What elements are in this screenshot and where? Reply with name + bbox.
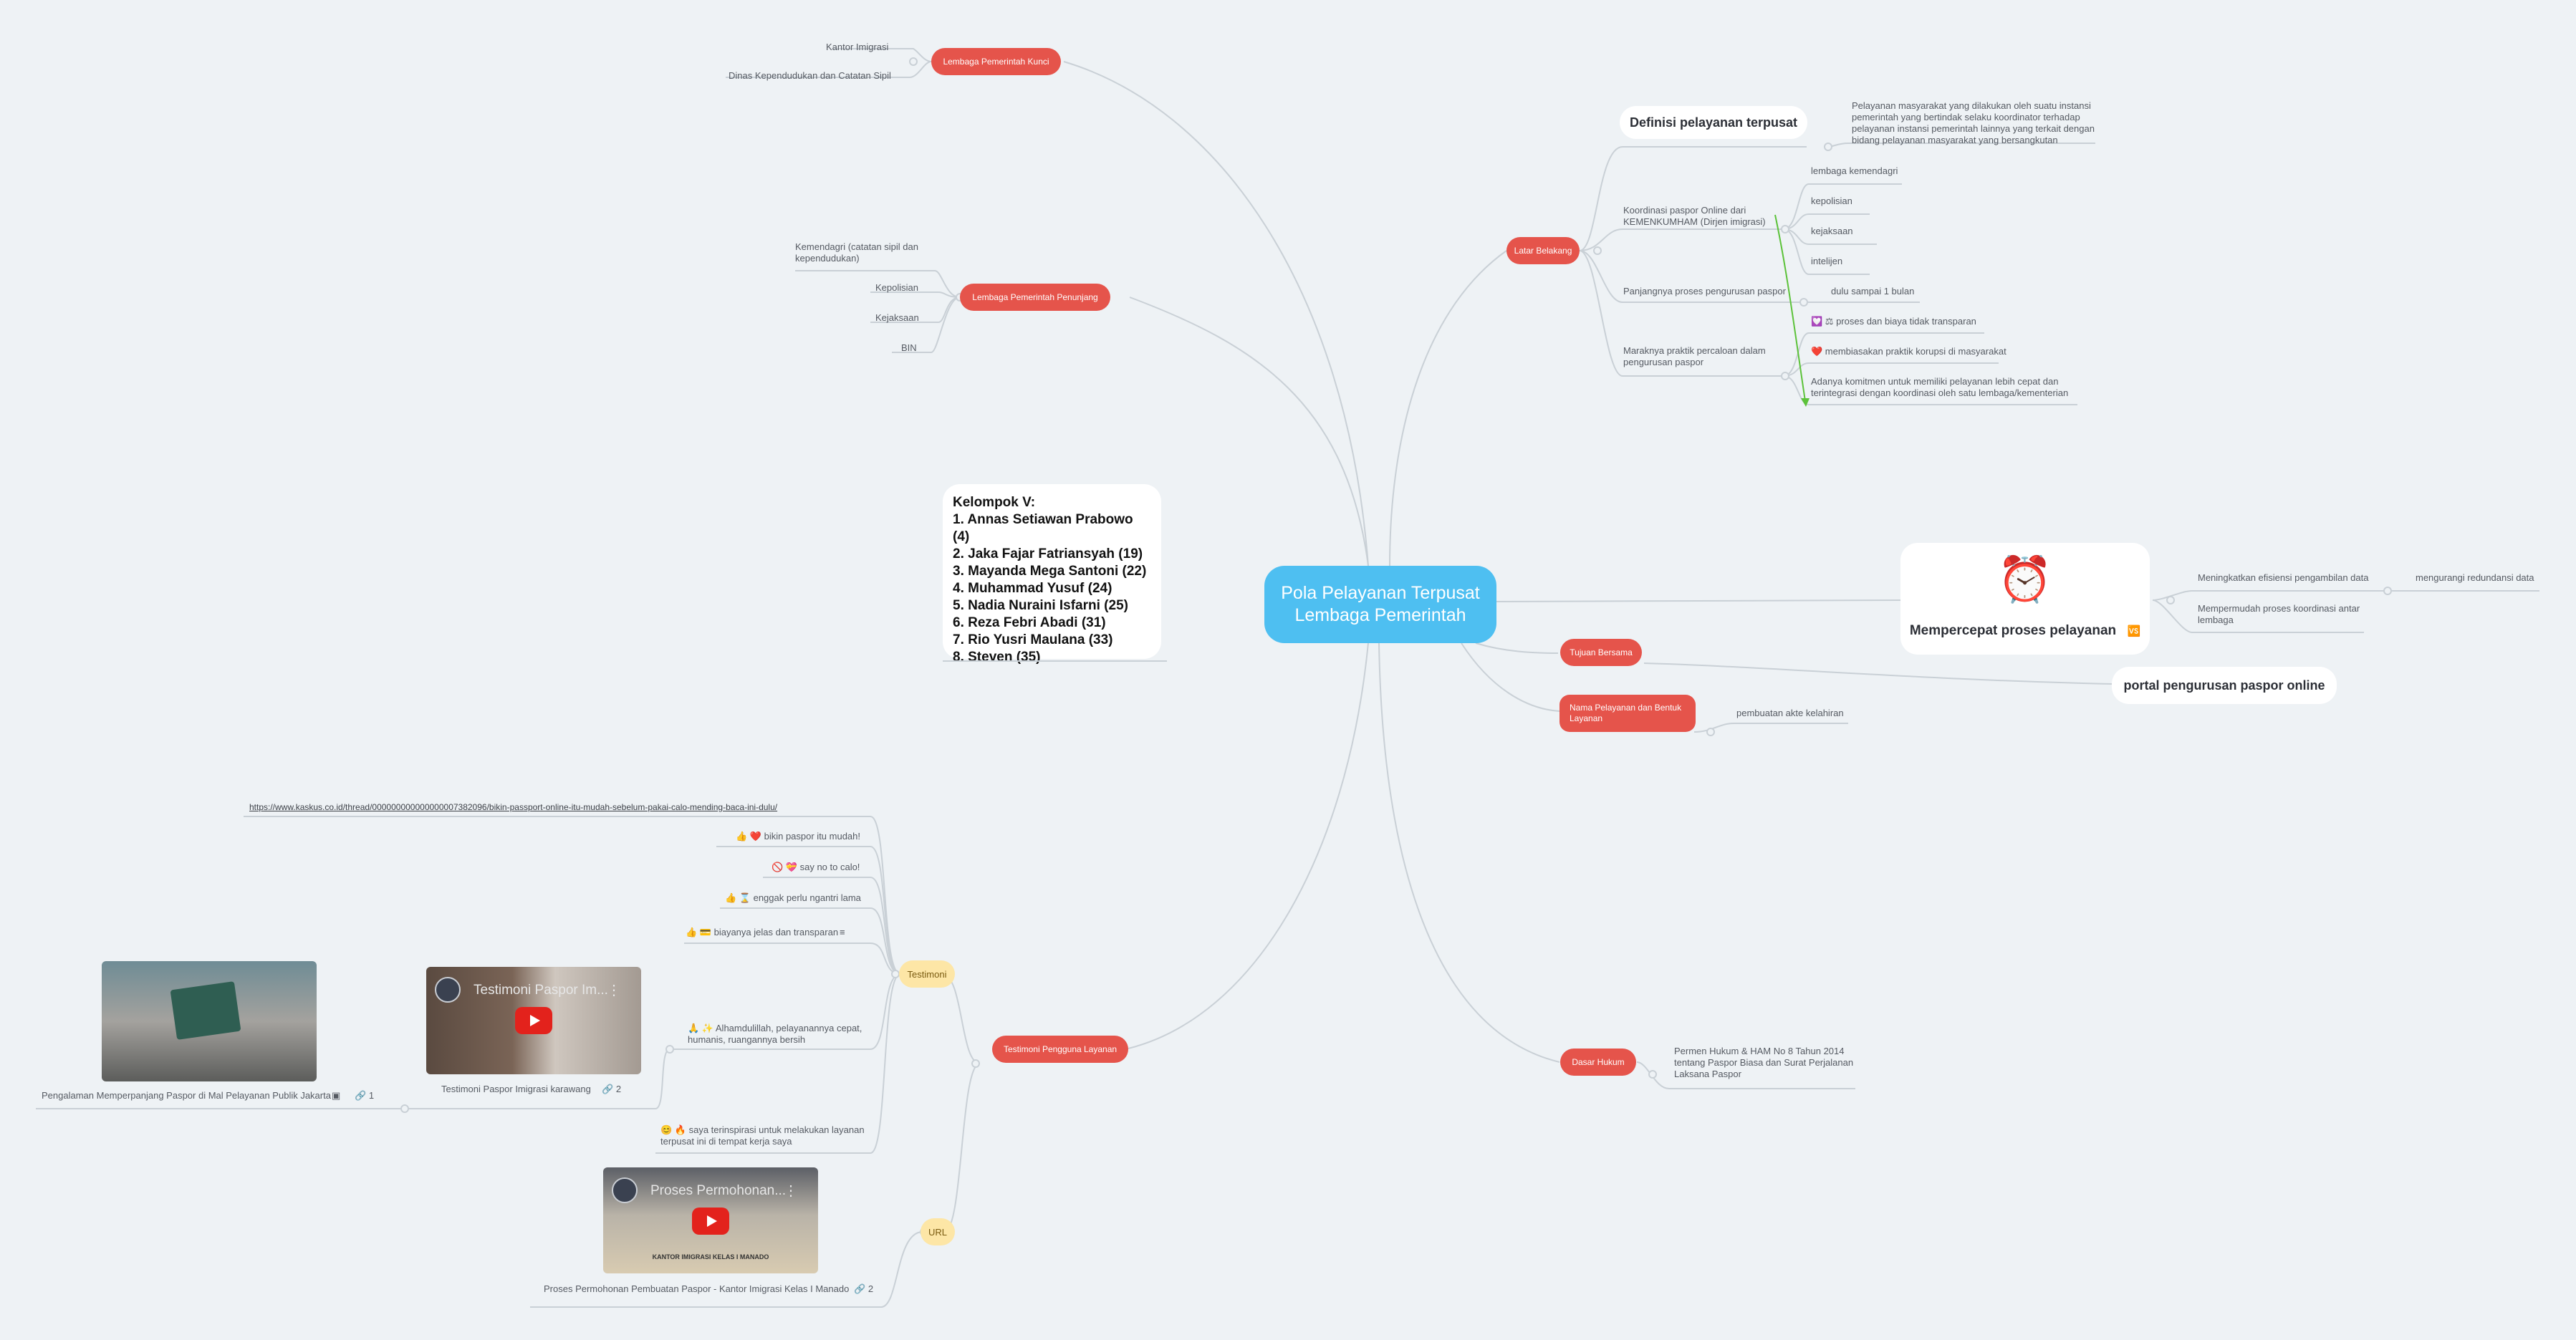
url-node-label: URL xyxy=(928,1226,948,1238)
root-title-line2: Lembaga Pemerintah xyxy=(1294,605,1466,625)
penunjang-item-3[interactable]: BIN xyxy=(901,342,917,353)
testimoni-node-label: Testimoni xyxy=(907,968,947,980)
dasar-item[interactable]: Permen Hukum & HAM No 8 Tahun 2014 tenta… xyxy=(1674,1046,1854,1079)
branch-nama-pelayanan[interactable]: Nama Pelayanan dan Bentuk Layanan xyxy=(1559,695,1696,732)
video1-link-count: 2 xyxy=(615,1084,622,1094)
group-card[interactable]: Kelompok V: 1. Annas Setiawan Prabowo (4… xyxy=(943,484,1161,665)
maraknya-item-0[interactable]: 💟 ⚖ proses dan biaya tidak transparan xyxy=(1811,316,1976,327)
testimoni-item-1[interactable]: 🚫 💝 say no to calo! xyxy=(772,862,860,872)
group-member: 6. Reza Febri Abadi (31) xyxy=(953,615,1106,630)
photo-link-icon[interactable]: 🔗 1 xyxy=(355,1090,375,1101)
branch-nama-pelayanan-label: Nama Pelayanan dan Bentuk Layanan xyxy=(1570,703,1682,723)
panjang-node[interactable]: Panjangnya proses pengurusan paspor xyxy=(1623,286,1786,297)
branch-dasar-hukum-label: Dasar Hukum xyxy=(1572,1057,1625,1067)
video-thumbnail-karawang[interactable]: Testimoni Paspor Im... ⋮ xyxy=(426,967,641,1074)
branch-lembaga-penunjang[interactable]: Lembaga Pemerintah Penunjang xyxy=(960,284,1110,311)
testimoni-item-5[interactable]: 😊 🔥 saya terinspirasi untuk melakukan la… xyxy=(660,1124,865,1147)
definisi-text[interactable]: Pelayanan masyarakat yang dilakukan oleh… xyxy=(1852,100,2095,145)
root-topic[interactable]: Pola Pelayanan Terpusat Lembaga Pemerint… xyxy=(1264,566,1496,643)
branch-testimoni-pengguna-label: Testimoni Pengguna Layanan xyxy=(1003,1044,1118,1054)
passport-shape xyxy=(170,981,241,1040)
channel-avatar-icon-2 xyxy=(612,1177,638,1203)
kunci-item-0[interactable]: Kantor Imigrasi xyxy=(826,42,889,52)
maraknya-item-2[interactable]: Adanya komitmen untuk memiliki pelayanan… xyxy=(1811,376,2069,398)
penunjang-item-1[interactable]: Kepolisian xyxy=(875,282,918,293)
url-node[interactable]: URL xyxy=(921,1218,955,1245)
video1-link-icon[interactable]: 🔗 2 xyxy=(602,1084,622,1094)
branch-lembaga-penunjang-label: Lembaga Pemerintah Penunjang xyxy=(972,292,1098,302)
video2-banner: KANTOR IMIGRASI KELAS I MANADO xyxy=(652,1253,769,1261)
branch-dasar-hukum[interactable]: Dasar Hukum xyxy=(1560,1049,1636,1076)
koordinasi-item-0[interactable]: lembaga kemendagri xyxy=(1811,165,1898,176)
play-icon-2[interactable] xyxy=(692,1208,729,1235)
maraknya-node[interactable]: Maraknya praktik percaloan dalam penguru… xyxy=(1623,345,1766,367)
group-member: 2. Jaka Fajar Fatriansyah (19) xyxy=(953,546,1143,561)
alarm-clock-icon: ⏰ xyxy=(1997,555,2053,604)
branch-tujuan-bersama-label: Tujuan Bersama xyxy=(1570,647,1633,657)
mempercepat-item-0[interactable]: Meningkatkan efisiensi pengambilan data xyxy=(2198,572,2369,583)
photo-caption[interactable]: Pengalaman Memperpanjang Paspor di Mal P… xyxy=(42,1090,331,1101)
branch-testimoni-pengguna[interactable]: Testimoni Pengguna Layanan xyxy=(992,1036,1128,1063)
photo-thumbnail-mpp[interactable] xyxy=(102,961,317,1081)
group-member: 4. Muhammad Yusuf (24) xyxy=(953,581,1112,596)
testimoni-item-2[interactable]: 👍 ⌛ enggak perlu ngantri lama xyxy=(725,892,861,903)
url-video-caption[interactable]: Proses Permohonan Pembuatan Paspor - Kan… xyxy=(544,1283,850,1294)
koordinasi-item-2[interactable]: kejaksaan xyxy=(1811,226,1853,236)
penunjang-item-0[interactable]: Kemendagri (catatan sipil dan kependuduk… xyxy=(795,241,918,264)
mempercepat-item-1[interactable]: Mempermudah proses koordinasi antar lemb… xyxy=(2198,603,2360,625)
branch-tujuan-bersama[interactable]: Tujuan Bersama xyxy=(1560,639,1642,666)
portal-node[interactable]: portal pengurusan paspor online xyxy=(2112,667,2337,704)
koordinasi-item-1[interactable]: kepolisian xyxy=(1811,196,1852,206)
url-link-count: 2 xyxy=(868,1283,874,1294)
branch-lembaga-kunci-label: Lembaga Pemerintah Kunci xyxy=(943,57,1049,67)
penunjang-item-2[interactable]: Kejaksaan xyxy=(875,312,919,323)
koordinasi-node[interactable]: Koordinasi paspor Online dari KEMENKUMHA… xyxy=(1623,205,1766,227)
koordinasi-item-3[interactable]: intelijen xyxy=(1811,256,1843,266)
photo-link-count: 1 xyxy=(368,1090,375,1101)
video-thumbnail-manado[interactable]: Proses Permohonan... ⋮ KANTOR IMIGRASI K… xyxy=(603,1167,818,1273)
video2-title: Proses Permohonan... xyxy=(650,1183,787,1198)
kunci-item-1[interactable]: Dinas Kependudukan dan Catatan Sipil xyxy=(729,70,891,81)
group-member: 7. Rio Yusri Maulana (33) xyxy=(953,632,1113,647)
vs-badge-icon: 🆚 xyxy=(2127,625,2141,637)
group-members: 1. Annas Setiawan Prabowo (4) 2. Jaka Faj… xyxy=(953,511,1151,666)
mempercepat-label: Mempercepat proses pelayanan xyxy=(1909,623,2117,638)
testimoni-item-4[interactable]: 🙏 ✨ Alhamdulillah, pelayanannya cepat, h… xyxy=(688,1023,862,1045)
play-icon[interactable] xyxy=(515,1007,552,1034)
definisi-title[interactable]: Definisi pelayanan terpusat xyxy=(1620,106,1807,139)
more-icon-2[interactable]: ⋮ xyxy=(784,1183,798,1199)
group-member: 8. Steven (35) xyxy=(953,650,1041,665)
mempercepat-card[interactable]: ⏰ Mempercepat proses pelayanan 🆚 xyxy=(1900,543,2150,655)
group-underline xyxy=(943,660,1167,662)
image-icon[interactable]: ▣ xyxy=(332,1090,341,1101)
maraknya-item-1[interactable]: ❤️ membiasakan praktik korupsi di masyar… xyxy=(1811,346,2007,357)
video1-title: Testimoni Paspor Im... xyxy=(474,983,608,998)
video1-caption[interactable]: Testimoni Paspor Imigrasi karawang xyxy=(441,1084,591,1094)
group-member: 3. Mayanda Mega Santoni (22) xyxy=(953,564,1147,579)
testimoni-node[interactable]: Testimoni xyxy=(899,960,955,988)
nama-item[interactable]: pembuatan akte kelahiran xyxy=(1736,708,1844,718)
panjang-item[interactable]: dulu sampai 1 bulan xyxy=(1831,286,1915,297)
group-member: 1. Annas Setiawan Prabowo (4) xyxy=(953,512,1133,544)
note-icon[interactable]: ≡ xyxy=(840,927,845,937)
more-icon[interactable]: ⋮ xyxy=(607,983,621,998)
branch-latar-belakang-label: Latar Belakang xyxy=(1514,246,1572,256)
group-title: Kelompok V: xyxy=(953,495,1036,510)
branch-lembaga-kunci[interactable]: Lembaga Pemerintah Kunci xyxy=(931,48,1061,75)
group-member: 5. Nadia Nuraini Isfarni (25) xyxy=(953,598,1128,613)
channel-avatar-icon xyxy=(435,977,461,1003)
mempercepat-sub[interactable]: mengurangi redundansi data xyxy=(2416,572,2534,583)
testimoni-item-3[interactable]: 👍 💳 biayanya jelas dan transparan xyxy=(686,927,839,937)
url-link-icon[interactable]: 🔗 2 xyxy=(854,1283,874,1294)
testimoni-item-0[interactable]: 👍 ❤️ bikin paspor itu mudah! xyxy=(736,831,861,842)
root-title-line1: Pola Pelayanan Terpusat xyxy=(1281,583,1480,603)
branch-latar-belakang[interactable]: Latar Belakang xyxy=(1506,237,1580,264)
kaskus-link[interactable]: https://www.kaskus.co.id/thread/00000000… xyxy=(249,802,778,812)
